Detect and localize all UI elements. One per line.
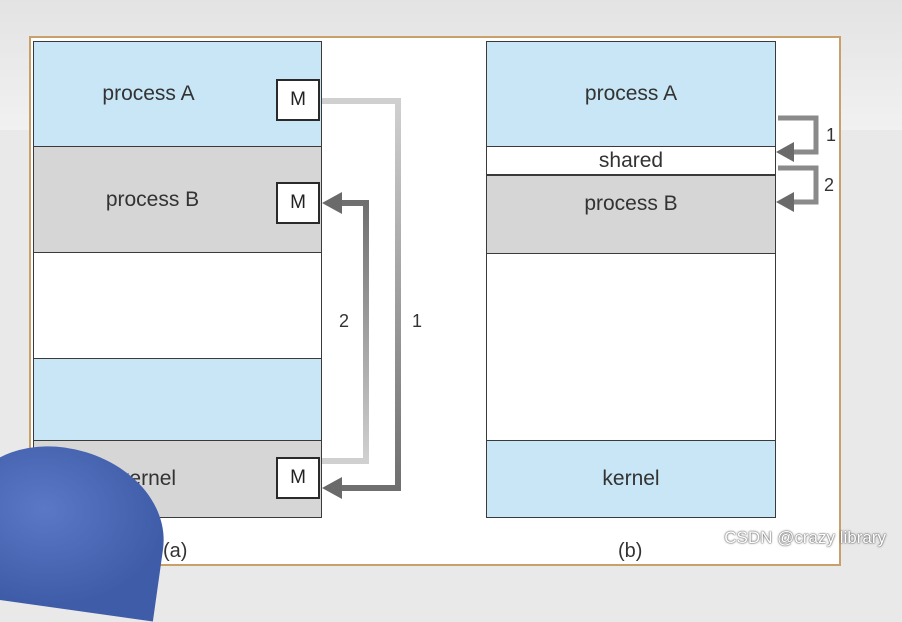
arrow-2-a	[322, 200, 369, 464]
arrowhead-1-b	[776, 142, 794, 162]
arrows-layer	[322, 98, 819, 499]
arrow-1-label: 1	[412, 311, 423, 331]
process-a-label: process A	[584, 82, 678, 105]
message-a-label: M	[290, 89, 306, 110]
shared-label: shared	[598, 148, 664, 172]
region-free	[33, 252, 322, 359]
process-b-label: process B	[584, 191, 678, 215]
arrowhead-2-b	[776, 192, 794, 212]
watermark: CSDN @crazy library	[724, 528, 886, 547]
process-a-label: process A	[102, 82, 195, 105]
arrow-2-label: 2	[824, 175, 835, 195]
message-b-label: M	[290, 192, 306, 213]
region-other	[33, 358, 322, 441]
arrow-2-label: 2	[339, 311, 350, 331]
message-box-a: M	[276, 79, 320, 121]
arrowhead-1-a	[322, 477, 342, 499]
process-b-label: process B	[105, 187, 200, 211]
arrow-1-label: 1	[826, 125, 837, 145]
arrow-1-a	[322, 98, 401, 491]
message-box-b: M	[276, 182, 320, 224]
region-kernel: kernel	[486, 440, 776, 518]
arrow-2-b	[778, 165, 819, 205]
region-free	[486, 253, 776, 441]
region-process-a: process A	[486, 41, 776, 147]
message-box-kernel: M	[276, 457, 320, 499]
message-kernel-label: M	[290, 467, 306, 488]
arrowhead-2-a	[322, 192, 342, 214]
kernel-label: kernel	[602, 467, 660, 490]
region-process-b: process B	[33, 146, 322, 253]
arrow-1-b	[778, 115, 819, 155]
